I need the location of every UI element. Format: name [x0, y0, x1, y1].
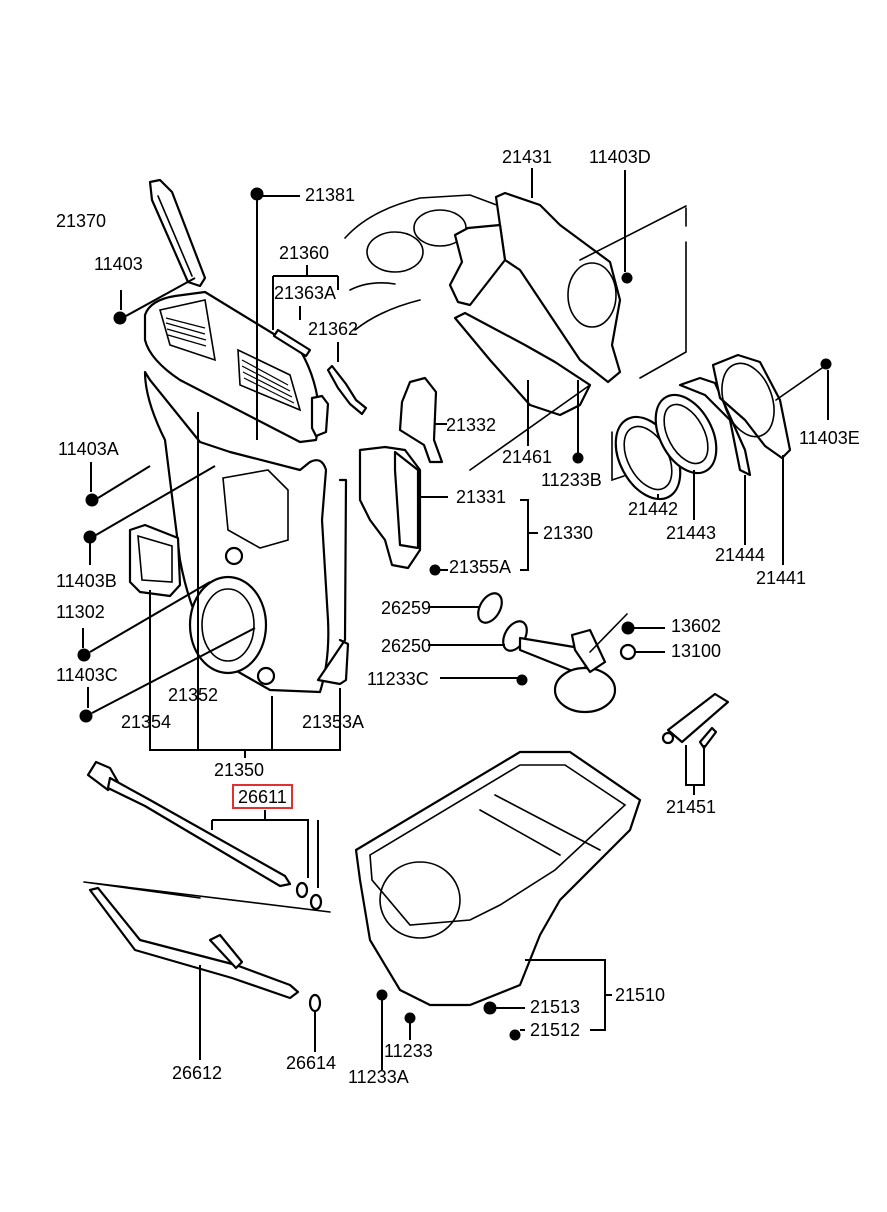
- label-21353A[interactable]: 21353A: [302, 712, 365, 732]
- label-11403[interactable]: 11403: [94, 254, 143, 274]
- seal-retainer-21443: [654, 393, 718, 520]
- bracket-21350: [149, 412, 341, 758]
- bolt-11403B: [83, 465, 216, 565]
- label-21331[interactable]: 21331: [456, 487, 507, 507]
- label-21451[interactable]: 21451: [666, 797, 717, 817]
- label-13602[interactable]: 13602: [671, 616, 722, 636]
- bolt-21381: [250, 187, 300, 440]
- label-11403A[interactable]: 11403A: [58, 439, 119, 459]
- oil-pan-21510: [354, 750, 642, 1041]
- label-21510[interactable]: 21510: [615, 985, 666, 1005]
- label-21363A[interactable]: 21363A: [274, 283, 337, 303]
- label-11233B[interactable]: 11233B: [541, 470, 602, 490]
- o-ring-26614: [308, 993, 322, 1052]
- label-11302[interactable]: 11302: [56, 602, 105, 622]
- label-11233C[interactable]: 11233C: [367, 669, 429, 689]
- label-11233A[interactable]: 11233A: [348, 1067, 409, 1087]
- cover-21331: [358, 445, 538, 576]
- label-26612[interactable]: 26612: [172, 1063, 223, 1083]
- label-11403C[interactable]: 11403C: [56, 665, 118, 685]
- label-21381[interactable]: 21381: [305, 185, 356, 205]
- bolt-11233A: [376, 989, 388, 1070]
- cover-21332: [398, 376, 447, 464]
- dipstick-26611: [83, 760, 331, 913]
- label-21444[interactable]: 21444: [715, 545, 766, 565]
- label-21352[interactable]: 21352: [168, 685, 219, 705]
- label-26250[interactable]: 26250: [381, 636, 432, 656]
- label-26614[interactable]: 26614: [286, 1053, 337, 1073]
- bolt-11403C: [79, 627, 256, 723]
- bolt-11403D: [579, 170, 687, 379]
- sealant-21451: [661, 692, 730, 795]
- dipstick-guide-26612: [88, 886, 300, 1060]
- gasket-21444: [678, 376, 752, 545]
- label-11403E[interactable]: 11403E: [799, 428, 860, 448]
- bracket-21370: [148, 178, 207, 288]
- leaders-21360: [272, 265, 368, 416]
- label-21355A[interactable]: 21355A: [449, 557, 512, 577]
- bolt-11233: [404, 1012, 416, 1040]
- upper-timing-cover: [143, 290, 330, 444]
- label-26259[interactable]: 26259: [381, 598, 432, 618]
- label-11233[interactable]: 11233: [384, 1041, 433, 1061]
- label-21354[interactable]: 21354: [121, 712, 172, 732]
- label-11403B[interactable]: 11403B: [56, 571, 117, 591]
- bolt-11233B: [572, 380, 584, 464]
- label-21461[interactable]: 21461: [502, 447, 553, 467]
- lower-timing-cover-21350: [128, 370, 330, 694]
- bolt-11403: [113, 277, 196, 325]
- label-21513[interactable]: 21513: [530, 997, 581, 1017]
- cover-21461: [453, 311, 592, 471]
- rod-21353A: [316, 478, 350, 686]
- label-21512[interactable]: 21512: [530, 1020, 581, 1040]
- label-21332[interactable]: 21332: [446, 415, 497, 435]
- label-21370[interactable]: 21370: [56, 211, 107, 231]
- label-21442[interactable]: 21442: [628, 499, 679, 519]
- rear-plate-21431: [448, 191, 622, 384]
- label-21441[interactable]: 21441: [756, 568, 807, 588]
- label-11403D[interactable]: 11403D: [589, 147, 651, 167]
- label-26611-highlighted[interactable]: 26611: [232, 784, 293, 809]
- label-21443[interactable]: 21443: [666, 523, 717, 543]
- label-21360[interactable]: 21360: [279, 243, 330, 263]
- label-21431[interactable]: 21431: [502, 147, 553, 167]
- bolt-11403A: [85, 462, 151, 507]
- bracket-11233B: [611, 431, 625, 482]
- oil-strainer-21250: [428, 592, 665, 714]
- label-21350[interactable]: 21350: [214, 760, 265, 780]
- label-21330[interactable]: 21330: [543, 523, 594, 543]
- label-13100[interactable]: 13100: [671, 641, 722, 661]
- label-21362[interactable]: 21362: [308, 319, 359, 339]
- oil-seal-case-21441: [711, 353, 792, 565]
- bolt-11403E: [775, 358, 832, 420]
